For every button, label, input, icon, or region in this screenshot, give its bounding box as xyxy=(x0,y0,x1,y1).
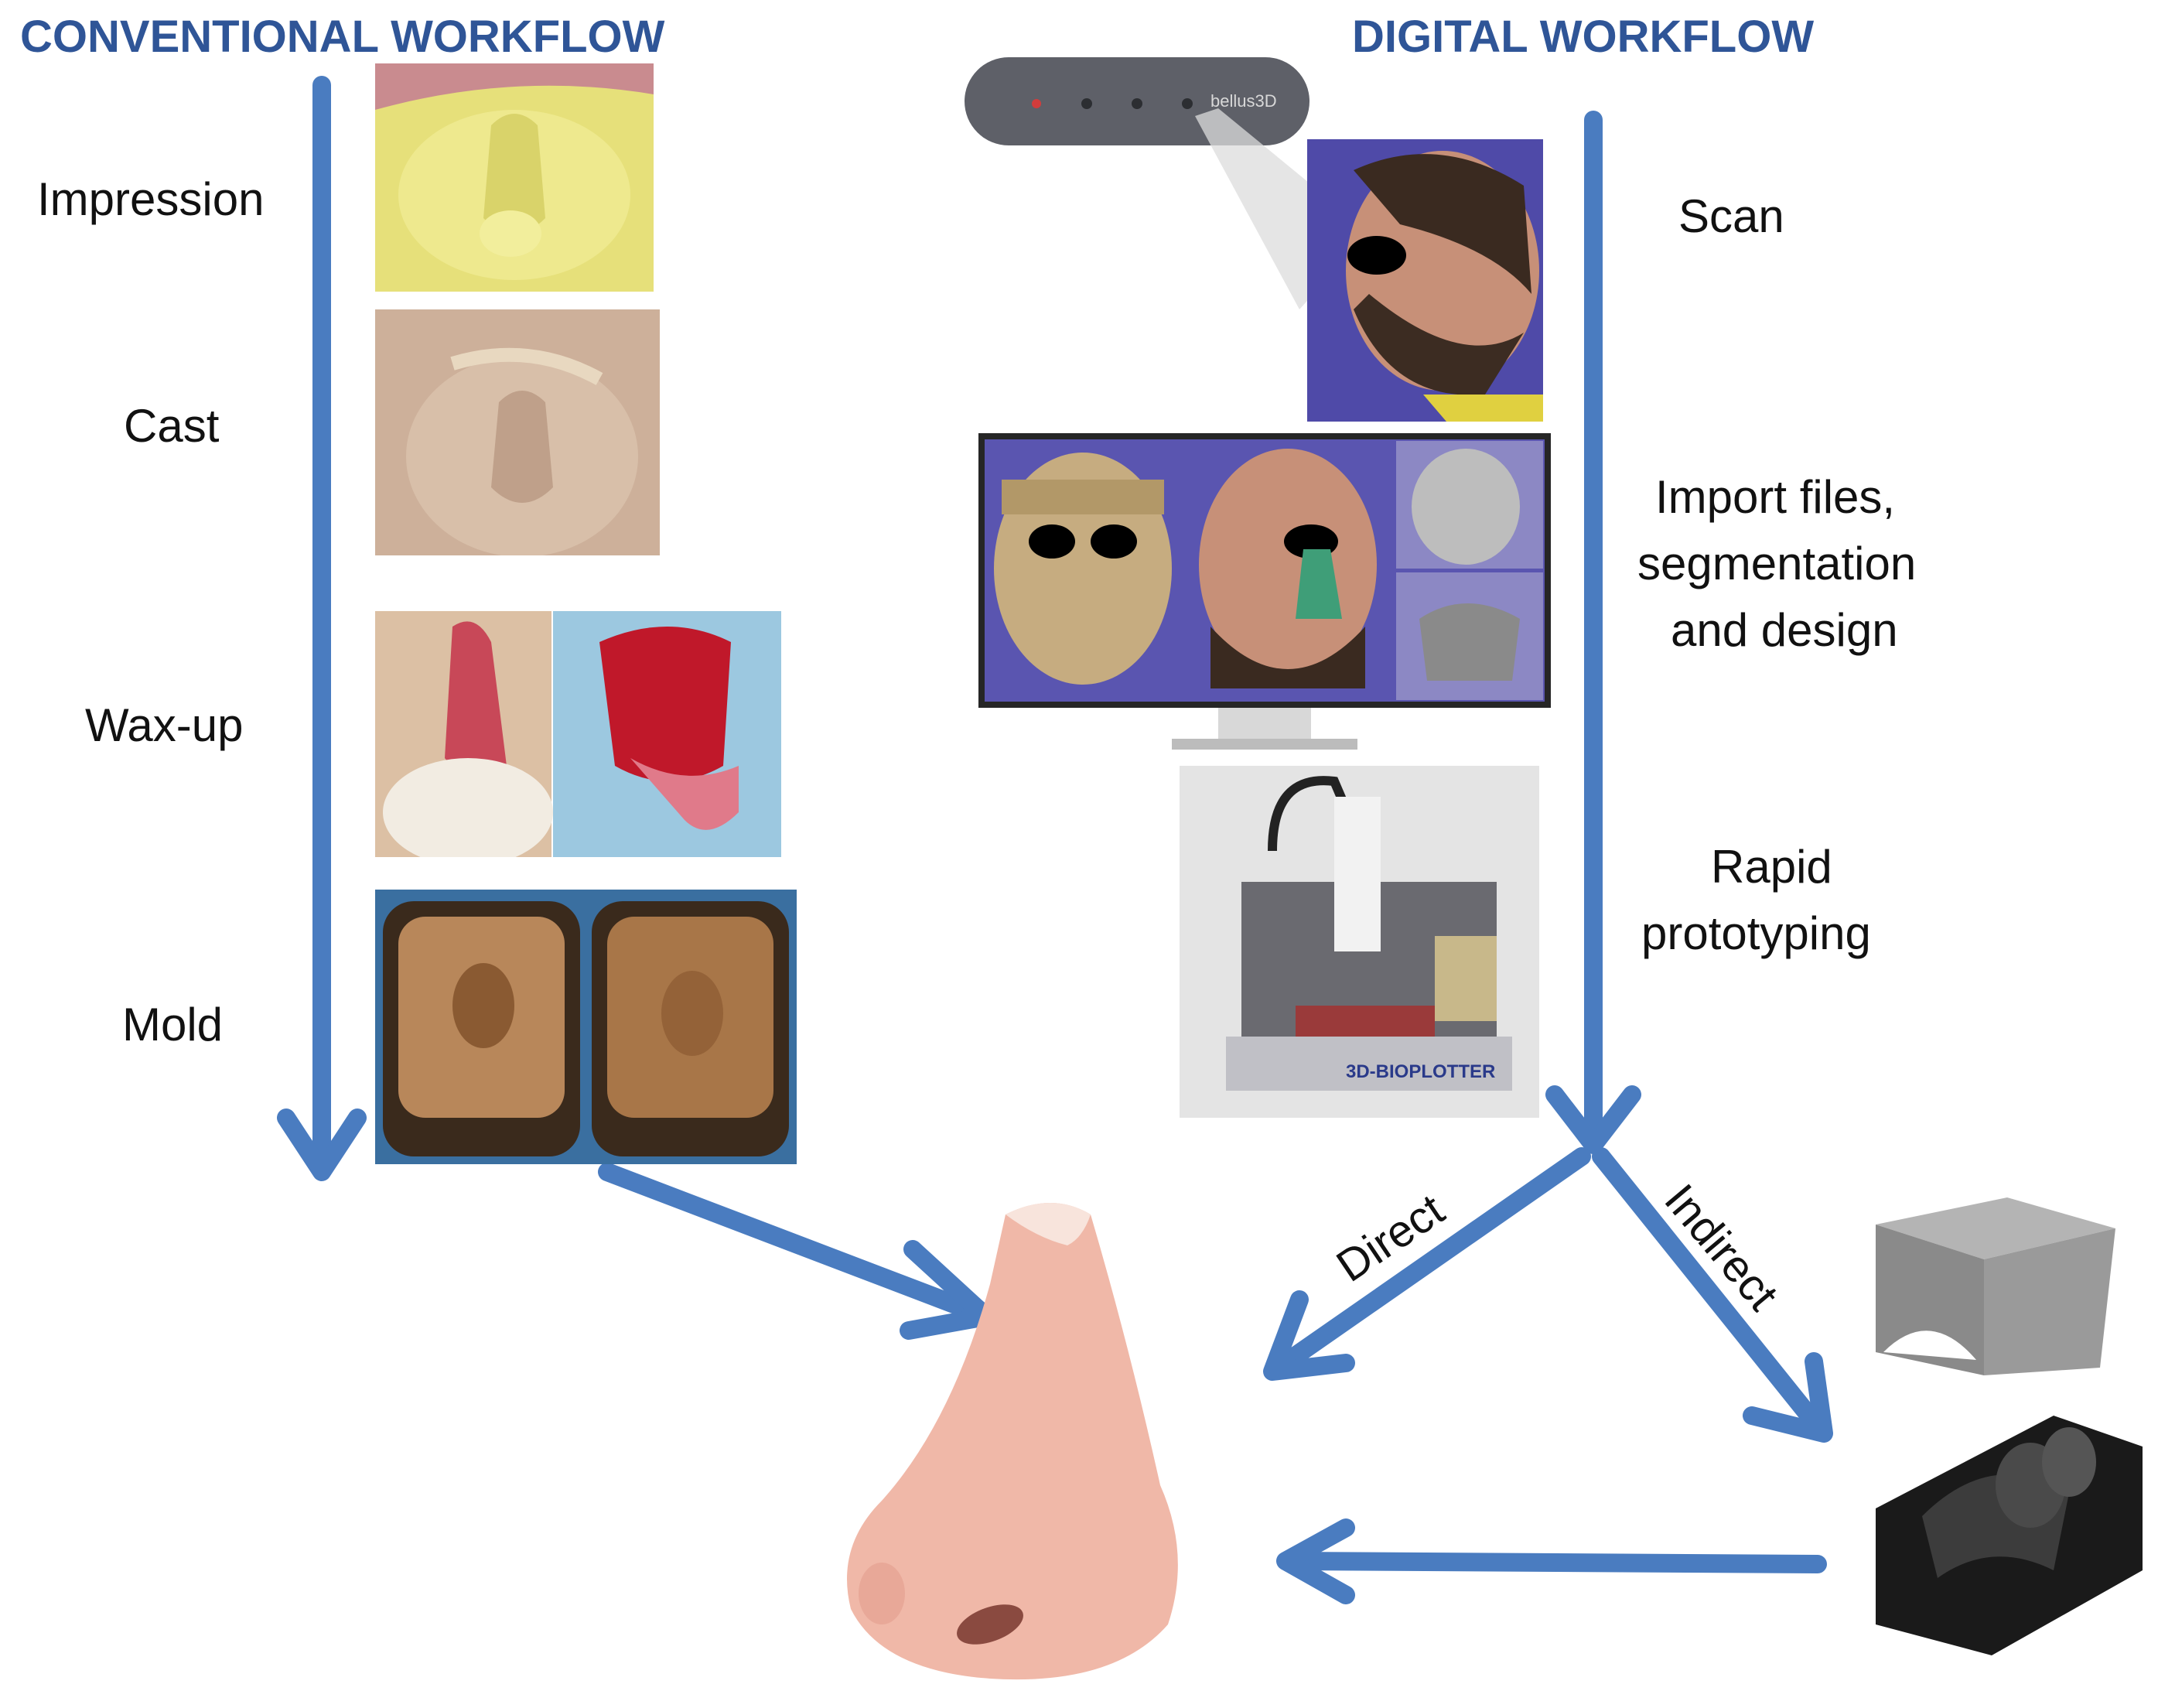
digital-workflow-heading: DIGITAL WORKFLOW xyxy=(1352,12,1815,62)
step-mold-label: Mold xyxy=(122,999,224,1050)
nasal-prosthesis-image xyxy=(835,1191,1238,1686)
waxup-photo xyxy=(375,611,781,857)
scanner-label: bellus3D xyxy=(1210,91,1277,111)
mold-photo xyxy=(375,890,797,1164)
mold-design-top xyxy=(1868,1197,2115,1375)
conventional-workflow-heading: CONVENTIONAL WORKFLOW xyxy=(20,12,665,62)
step-rapid-label-line1: Rapid xyxy=(1711,841,1832,893)
bioplotter-label: 3D-BIOPLOTTER xyxy=(1346,1061,1496,1082)
cast-photo xyxy=(375,309,660,555)
indirect-arrowhead xyxy=(1743,1352,1833,1443)
patient-head-photo xyxy=(1307,139,1543,422)
bioplotter-photo xyxy=(1180,766,1539,1118)
conventional-arrowhead xyxy=(277,1108,367,1181)
digital-arrowhead xyxy=(1545,1085,1641,1154)
step-rapid-label-line2: prototyping xyxy=(1641,907,1871,959)
step-waxup-label: Wax-up xyxy=(85,699,244,751)
mold-back-arrowhead xyxy=(1276,1518,1355,1604)
mold-back-arrow xyxy=(1279,1552,1827,1573)
step-import-label-line2: segmentation xyxy=(1637,538,1917,589)
step-scan-label: Scan xyxy=(1678,190,1784,242)
direct-arrow xyxy=(1267,1147,1591,1378)
direct-arrowhead xyxy=(1263,1290,1355,1381)
step-impression-label: Impression xyxy=(37,173,265,225)
step-import-label-line1: Import files, xyxy=(1655,471,1896,523)
design-monitor xyxy=(978,433,1551,758)
mold-design-bottom xyxy=(1876,1416,2143,1655)
direct-branch-label: Direct xyxy=(1327,1184,1453,1292)
step-import-label-line3: and design xyxy=(1671,604,1898,656)
indirect-branch-label: Indirect xyxy=(1654,1174,1788,1320)
impression-photo xyxy=(375,63,654,292)
step-cast-label: Cast xyxy=(124,400,220,452)
